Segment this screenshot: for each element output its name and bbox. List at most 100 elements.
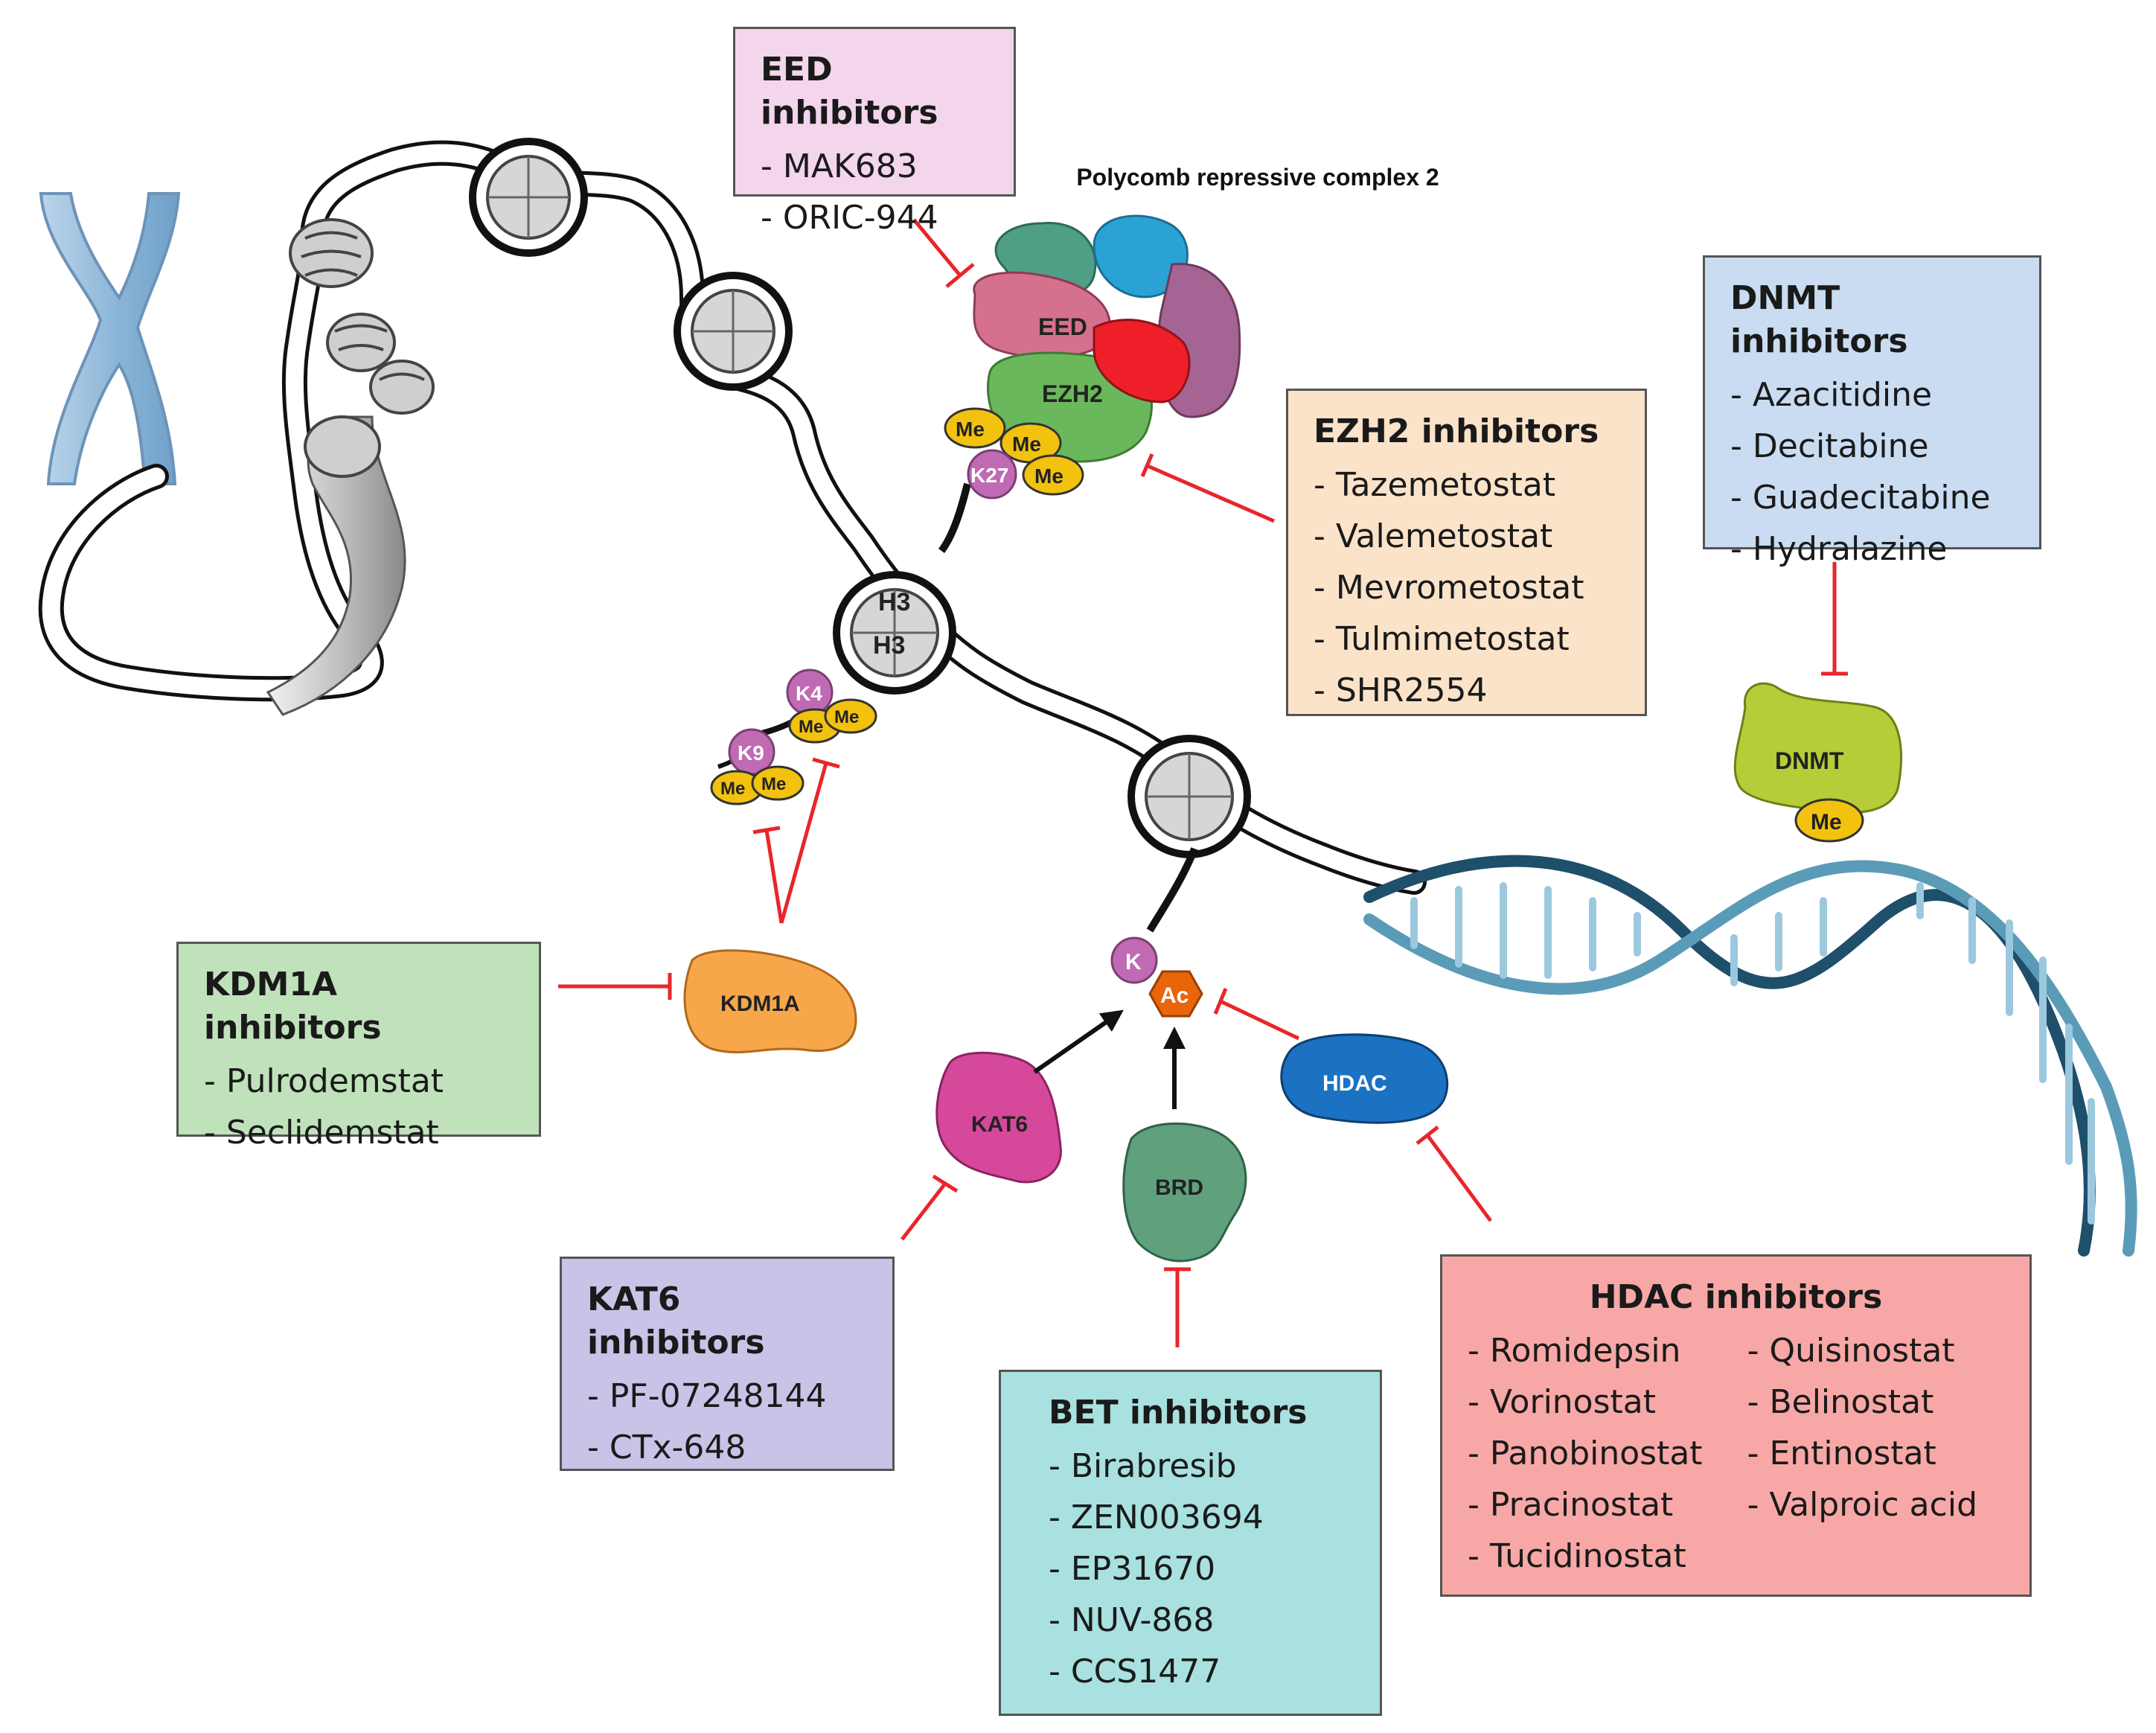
h3-label: H3 [878,588,910,616]
dnmt-inhibitors-box: DNMT inhibitors Azacitidine Decitabine G… [1703,255,2041,568]
k27-label: K27 [970,464,1008,487]
list-item: MAK683 [761,141,988,192]
h3-label: H3 [873,631,905,660]
bet-inhibition-line [1164,1267,1191,1347]
list-item: Birabresib [1049,1440,1354,1492]
inhibition-lines [558,218,1848,1347]
hdac-ac-inhibition-line [1213,988,1300,1041]
list-item: Valemetostat [1314,511,1619,562]
ezh2-label: EZH2 [1042,380,1103,407]
condensed-chromatin [266,218,435,716]
k4-k9-methyl-marks: K4 Me Me K9 Me Me [710,668,877,805]
list-item: Tazemetostat [1314,459,1619,511]
list-item: Hydralazine [1730,523,2014,575]
dna-helix-icon [1363,855,2137,1257]
me-label: Me [799,717,823,737]
list-item: Decitabine [1730,421,2014,472]
me-label: Me [761,774,786,794]
k9-label: K9 [738,741,764,765]
eed-inhibitors-title: EED inhibitors [761,51,938,132]
hdac-inhibitors-list-left: Romidepsin Vorinostat Panobinostat Praci… [1468,1325,1703,1582]
me-label: Me [720,779,745,799]
kat6-protein: KAT6 [935,1051,1062,1184]
bet-inhibitors-box: BET inhibitors Birabresib ZEN003694 EP31… [999,1370,1382,1716]
kdm1a-inhibitors-list: Pulrodemstat Seclidemstat [204,1056,514,1158]
ezh2-inhibition-line [1140,453,1275,523]
list-item: Quisinostat [1747,1325,1977,1376]
kat6-inhibitors-list: PF-07248144 CTx-648 [587,1370,867,1473]
kdm1a-k9-inhibition-line [752,826,784,924]
bet-inhibitors-list: Birabresib ZEN003694 EP31670 NUV-868 CCS… [1049,1440,1354,1697]
dnmt-inhibitors-list: Azacitidine Decitabine Guadecitabine Hyd… [1730,369,2014,575]
nucleosome-icon [674,272,793,391]
list-item: Valproic acid [1747,1479,1977,1531]
list-item: PF-07248144 [587,1370,867,1422]
list-item: Pulrodemstat [204,1056,514,1107]
list-item: Vorinostat [1468,1376,1703,1428]
me-label: Me [1034,465,1063,488]
kat6-inhibitors-box: KAT6 inhibitors PF-07248144 CTx-648 [560,1257,895,1471]
bet-inhibitors-title: BET inhibitors [1049,1394,1308,1432]
k27-methyl-marks: Me Me Me K27 [938,407,1084,553]
me-label: Me [1012,433,1041,456]
list-item: Romidepsin [1468,1325,1703,1376]
hdac-inhibition-line [1416,1126,1493,1222]
k-label: K [1125,950,1142,974]
me-label: Me [834,707,859,727]
hdac-inhibitors-list-right: Quisinostat Belinostat Entinostat Valpro… [1747,1325,1977,1582]
eed-inhibitors-box: EED inhibitors MAK683 ORIC-944 [733,27,1016,237]
kdm1a-k4-inhibition-line [779,757,840,924]
list-item: Panobinostat [1468,1428,1703,1479]
eed-label: EED [1038,313,1087,340]
me-label: Me [956,418,985,441]
list-item: Pracinostat [1468,1479,1703,1531]
kat6-activation-arrow [1033,1009,1124,1074]
list-item: Guadecitabine [1730,472,2014,523]
list-item: Azacitidine [1730,369,2014,421]
brd-protein: BRD [1122,1122,1247,1263]
ac-label: Ac [1160,983,1189,1008]
hdac-label: HDAC [1322,1071,1387,1096]
hdac-inhibitors-box: HDAC inhibitors Romidepsin Vorinostat Pa… [1440,1254,2032,1597]
list-item: Tulmimetostat [1314,613,1619,665]
kdm1a-inhibition-line [558,973,672,1000]
dnmt-label: DNMT [1775,747,1844,774]
list-item: Entinostat [1747,1428,1977,1479]
list-item: Seclidemstat [204,1107,514,1158]
kdm1a-inhibitors-title: KDM1A inhibitors [204,966,382,1047]
chromosome-icon [39,192,181,485]
dnmt-inhibitors-title: DNMT inhibitors [1730,279,1908,360]
hdac-protein: HDAC [1280,1033,1449,1124]
dnmt-protein: DNMT Me [1733,682,1902,843]
kat6-inhibition-line [901,1174,959,1241]
eed-inhibitors-list: MAK683 ORIC-944 [761,141,988,243]
nucleosome-icon [1127,735,1251,858]
kdm1a-protein: KDM1A [683,949,857,1054]
me-label: Me [1811,810,1842,834]
kdm1a-label: KDM1A [720,992,800,1016]
k-acetyl-mark: K Ac [1110,847,1203,1018]
kdm1a-inhibitors-box: KDM1A inhibitors Pulrodemstat Seclidemst… [176,942,541,1152]
list-item: EP31670 [1049,1543,1354,1595]
dnmt-inhibition-line [1821,562,1848,676]
list-item: SHR2554 [1314,665,1619,716]
kat6-label: KAT6 [971,1112,1028,1137]
hdac-inhibitors-title: HDAC inhibitors [1589,1278,1883,1316]
list-item: ZEN003694 [1049,1492,1354,1543]
ezh2-inhibitors-list: Tazemetostat Valemetostat Mevrometostat … [1314,459,1619,716]
brd-label: BRD [1155,1175,1203,1200]
list-item: Belinostat [1747,1376,1977,1428]
ezh2-inhibitors-title: EZH2 inhibitors [1314,412,1599,450]
list-item: Mevrometostat [1314,562,1619,613]
kat6-inhibitors-title: KAT6 inhibitors [587,1280,765,1362]
prc2-title: Polycomb repressive complex 2 [1076,164,1439,191]
hdac-inhibitors-columns: Romidepsin Vorinostat Panobinostat Praci… [1468,1325,2004,1582]
nucleosome-icon [833,571,956,695]
ezh2-inhibitors-box: EZH2 inhibitors Tazemetostat Valemetosta… [1286,389,1647,716]
list-item: CCS1477 [1049,1646,1354,1697]
list-item: Tucidinostat [1468,1531,1703,1582]
list-item: NUV-868 [1049,1595,1354,1646]
prc2-complex: EED EZH2 [973,214,1241,463]
